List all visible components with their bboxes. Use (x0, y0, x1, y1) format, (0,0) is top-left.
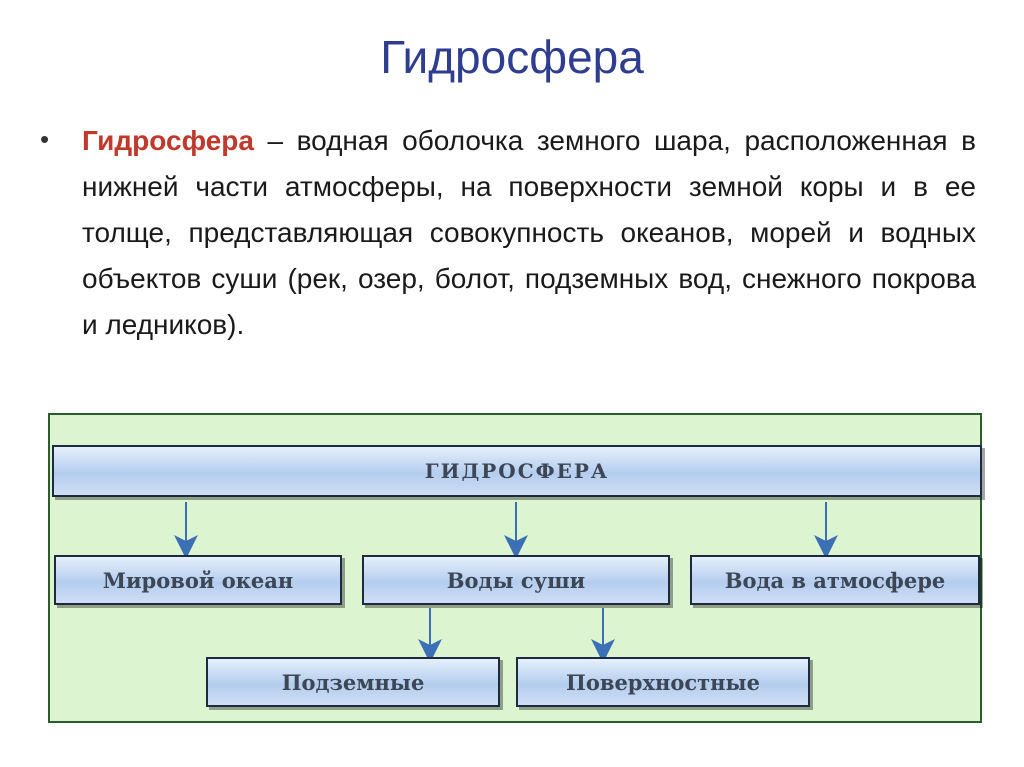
slide-title: Гидросфера (380, 31, 644, 83)
box-world-ocean: Мировой океан (54, 555, 342, 605)
box-surface: Поверхностные (516, 657, 810, 707)
diagram-arrows (174, 502, 838, 663)
box-atmosphere-water: Вода в атмосфере (690, 555, 980, 605)
box-land-waters: Воды суши (362, 555, 670, 605)
definition-term: Гидросфера (82, 125, 254, 156)
box-hydrosphere: ГИДРОСФЕРА (52, 445, 982, 497)
definition-body: – водная оболочка земного шара, располож… (82, 125, 976, 340)
hydrosphere-diagram: ГИДРОСФЕРА Мировой океан Воды суши Вода … (48, 413, 982, 723)
bullet-dot-icon: • (40, 124, 50, 154)
definition-text: Гидросфера – водная оболочка земного шар… (82, 118, 976, 348)
definition-bullet: • Гидросфера – водная оболочка земного ш… (40, 118, 976, 348)
box-underground: Подземные (206, 657, 500, 707)
